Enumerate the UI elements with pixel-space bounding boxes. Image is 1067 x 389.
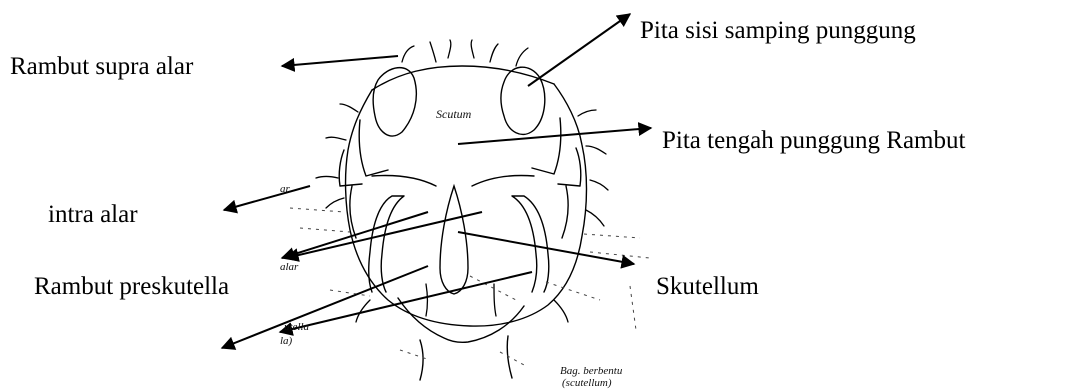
arrow-tengah <box>458 128 651 144</box>
figure-text-la: la) <box>280 336 292 347</box>
arrow-sisi-samping <box>528 14 630 86</box>
arrow-intra-alar <box>224 186 310 210</box>
figure-text-bag-line2: (scutellum) <box>562 378 611 389</box>
right-humeral-lobe <box>501 67 545 134</box>
figure-text-alar-mid: alar <box>280 262 298 273</box>
transverse-suture <box>372 175 534 186</box>
scutum-top <box>372 66 554 90</box>
arrow-supra-alar <box>282 56 398 66</box>
scutellum-lobe <box>398 298 524 342</box>
bristles <box>316 40 608 322</box>
arrow-preskutella-1 <box>282 212 428 258</box>
label-intra-alar: intra alar <box>48 202 138 227</box>
figure-text-bag-line1: Bag. berbentu <box>560 366 622 377</box>
figure-text-alar-left: ar <box>280 184 290 195</box>
label-rambut-preskutella: Rambut preskutella <box>34 274 229 299</box>
label-pita-tengah: Pita tengah punggung Rambut <box>662 128 965 153</box>
central-stripe <box>440 186 468 294</box>
figure-text-scutella: utella <box>284 322 309 333</box>
label-pita-sisi-samping: Pita sisi samping punggung <box>640 18 916 43</box>
label-skutellum: Skutellum <box>656 274 759 299</box>
right-dorsal-stripe <box>512 196 549 292</box>
scutum-label: Scutum <box>436 108 471 120</box>
label-rambut-supra-alar: Rambut supra alar <box>10 54 193 79</box>
left-side-plates <box>339 120 388 238</box>
arrow-preskutella-2 <box>286 212 482 258</box>
